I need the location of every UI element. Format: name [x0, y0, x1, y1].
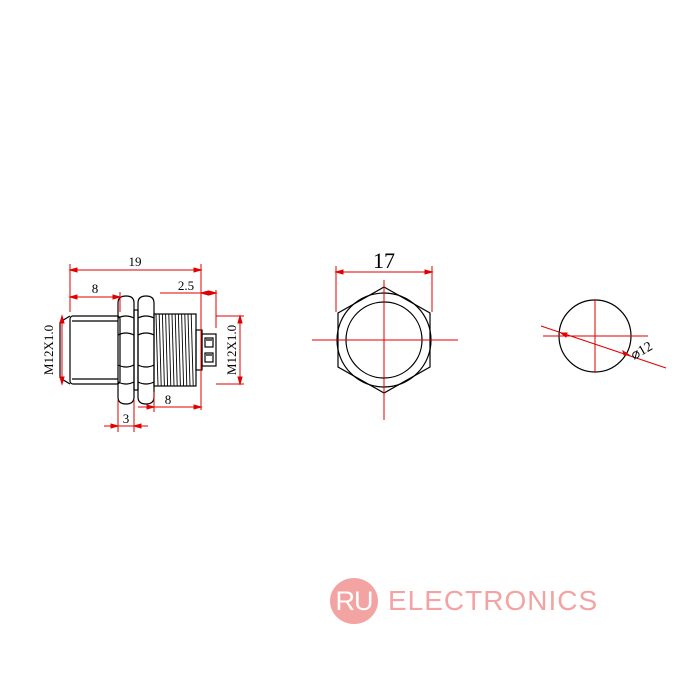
thread-line	[177, 313, 181, 387]
thread-line	[161, 313, 165, 387]
watermark-logo: RU	[330, 578, 378, 624]
thread-line	[190, 313, 194, 387]
dim-thread-tail: 2.5	[178, 278, 194, 293]
hex-nut-1	[117, 295, 135, 405]
dim-hex-across-flats: 17	[373, 248, 395, 273]
thread-line	[168, 313, 172, 387]
thread-line	[155, 313, 159, 387]
terminal-block	[195, 329, 217, 371]
thread-line	[181, 313, 185, 387]
thread-line	[187, 313, 191, 387]
connector-body	[59, 315, 121, 385]
thread-line	[158, 313, 162, 387]
dim-cutout-diameter: ⌀12	[629, 339, 656, 363]
side-view-dimensions	[59, 264, 244, 432]
watermark: RU ELECTRONICS	[330, 578, 598, 624]
thread-line	[165, 313, 169, 387]
thread-label-right: M12X1.0	[224, 325, 239, 375]
cutout-dimensions	[540, 300, 667, 372]
watermark-text: ELECTRONICS	[388, 585, 599, 616]
hex-nut-2	[137, 295, 155, 405]
thread-line	[171, 313, 175, 387]
thread-line	[174, 313, 178, 387]
thread-label-left: M12X1.0	[41, 325, 56, 375]
side-view-labels: 19 8 2.5 8 3 M12X1.0 M12X1.0	[41, 254, 239, 426]
dim-body-length: 8	[92, 281, 99, 296]
thread-line	[184, 313, 188, 387]
front-view-dimensions	[312, 266, 458, 420]
threaded-shank	[153, 313, 197, 387]
side-view	[59, 295, 217, 405]
dim-nut-width: 3	[123, 411, 130, 426]
dim-total-length: 19	[129, 254, 142, 269]
dim-thread-length: 8	[165, 392, 172, 407]
